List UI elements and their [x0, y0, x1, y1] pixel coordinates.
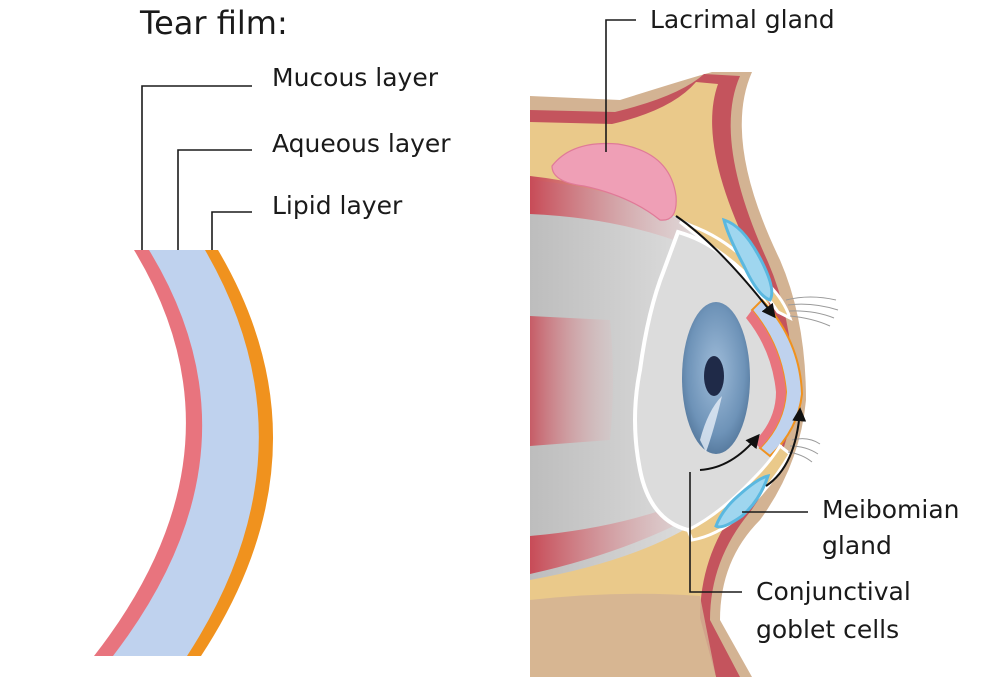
lateral-muscle [530, 316, 613, 446]
lower-meibomian-gland [714, 474, 771, 529]
mucous-layer-band [94, 250, 203, 656]
diagram-title: Tear film: [139, 4, 288, 42]
eye-anatomy-illustration [530, 72, 839, 677]
tear-flow-arrow-lower-right [765, 407, 807, 487]
lacrimal-leader-line [605, 19, 636, 152]
iris-highlight [700, 396, 722, 452]
upper-eyelid [679, 220, 793, 321]
tear-flow-arrow-upper [675, 215, 776, 319]
goblet-cells-label-line2: goblet cells [756, 615, 899, 644]
tear-film-cross-section [94, 250, 274, 656]
upper-meibomian-gland [721, 217, 774, 302]
lipid-layer-band [186, 250, 274, 656]
mucous-leader-line [141, 85, 252, 250]
meibomian-gland-label-line2: gland [822, 531, 892, 560]
aqueous-layer-label: Aqueous layer [272, 129, 451, 158]
aqueous-layer-band [112, 250, 259, 656]
lacrimal-gland-label: Lacrimal gland [650, 5, 835, 34]
pupil [704, 356, 724, 396]
mucous-layer-label: Mucous layer [272, 63, 439, 92]
corneal-mucous [746, 310, 786, 448]
goblet-leader-line [689, 472, 742, 593]
tear-flow-arrow-lower-left [699, 433, 760, 471]
upper-eyelashes [785, 296, 839, 327]
lower-skin-band [530, 593, 716, 677]
superior-rectus-muscle [530, 176, 690, 246]
inferior-rectus-muscle [530, 500, 690, 574]
lacrimal-gland-shape [551, 142, 677, 221]
meibomian-gland-label-line1: Meibomian [822, 495, 960, 524]
lipid-leader-line [211, 211, 252, 250]
lipid-layer-label: Lipid layer [272, 191, 403, 220]
aqueous-leader-line [177, 149, 252, 250]
goblet-cells-label-line1: Conjunctival [756, 577, 911, 606]
